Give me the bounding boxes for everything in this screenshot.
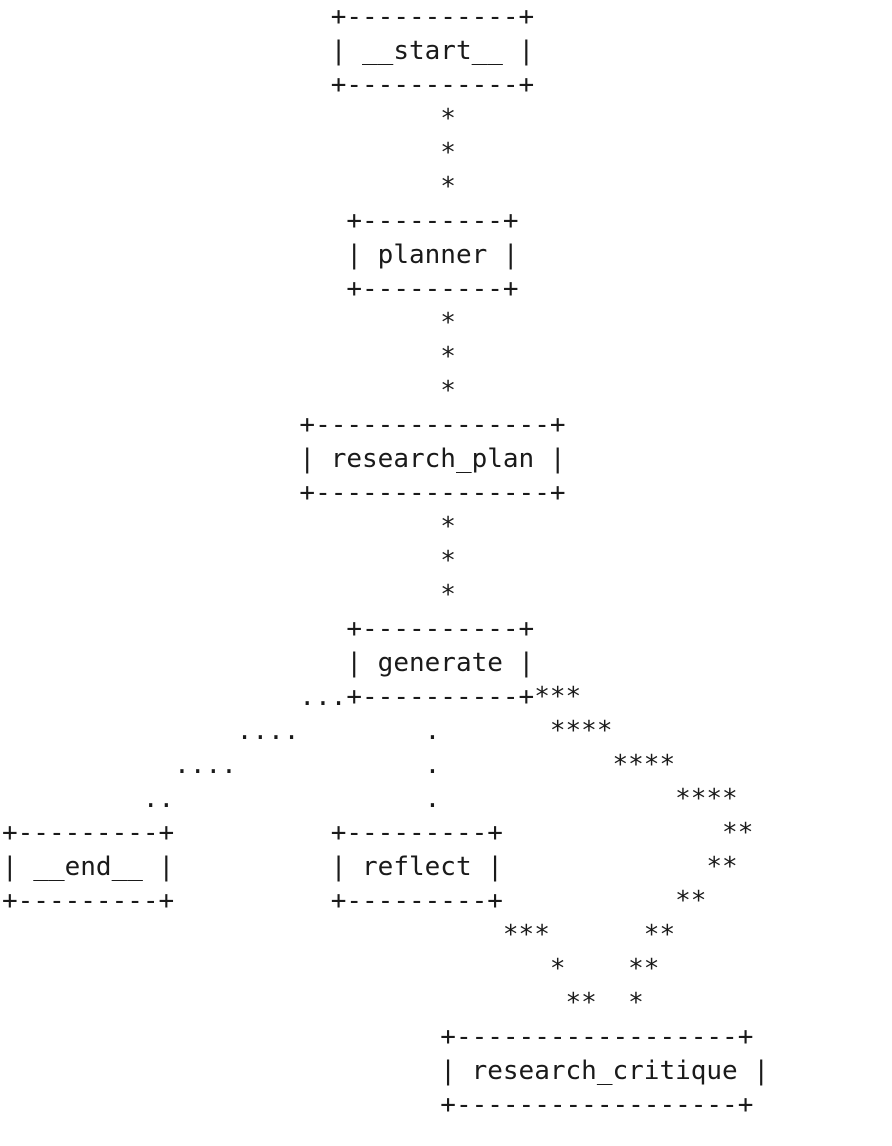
diagram-line: ...+----------+***	[2, 682, 691, 712]
diagram-line: .... . ****	[2, 716, 691, 746]
diagram-line: +----------+	[2, 614, 691, 644]
diagram-line: *	[2, 546, 691, 576]
diagram-line: | __end__ | | reflect | **	[2, 852, 754, 882]
diagram-line: *** **	[2, 920, 738, 950]
diagram-line: *	[2, 512, 691, 542]
diagram-line: +------------------+	[2, 1022, 754, 1052]
diagram-line: *	[2, 580, 691, 610]
diagram-line: .. . ****	[2, 784, 738, 814]
diagram-line: *	[2, 342, 691, 372]
diagram-line: *	[2, 308, 691, 338]
diagram-line: *	[2, 138, 691, 168]
diagram-line: +-----------+	[2, 70, 691, 100]
diagram-line: .... . ****	[2, 750, 691, 780]
diagram-line: +------------------+	[2, 1090, 754, 1120]
diagram-line: | research_critique |	[2, 1056, 770, 1086]
diagram-line: | generate |	[2, 648, 691, 678]
diagram-line: +---------+	[2, 274, 691, 304]
diagram-line: ** *	[2, 988, 738, 1018]
diagram-line: | planner |	[2, 240, 691, 270]
diagram-line: +---------------+	[2, 410, 691, 440]
diagram-line: +---------+	[2, 206, 691, 236]
diagram-line: * **	[2, 954, 738, 984]
diagram-line: +-----------+	[2, 2, 691, 32]
diagram-line: *	[2, 104, 691, 134]
diagram-line: +---------+ +---------+ **	[2, 818, 754, 848]
ascii-graph-diagram: +-----------+ | __start__ | +-----------…	[2, 0, 769, 1122]
diagram-line: | research_plan |	[2, 444, 691, 474]
diagram-line: *	[2, 376, 691, 406]
diagram-line: +---------+ +---------+ **	[2, 886, 738, 916]
diagram-line: *	[2, 172, 691, 202]
diagram-line: +---------------+	[2, 478, 691, 508]
diagram-line: | __start__ |	[2, 36, 691, 66]
